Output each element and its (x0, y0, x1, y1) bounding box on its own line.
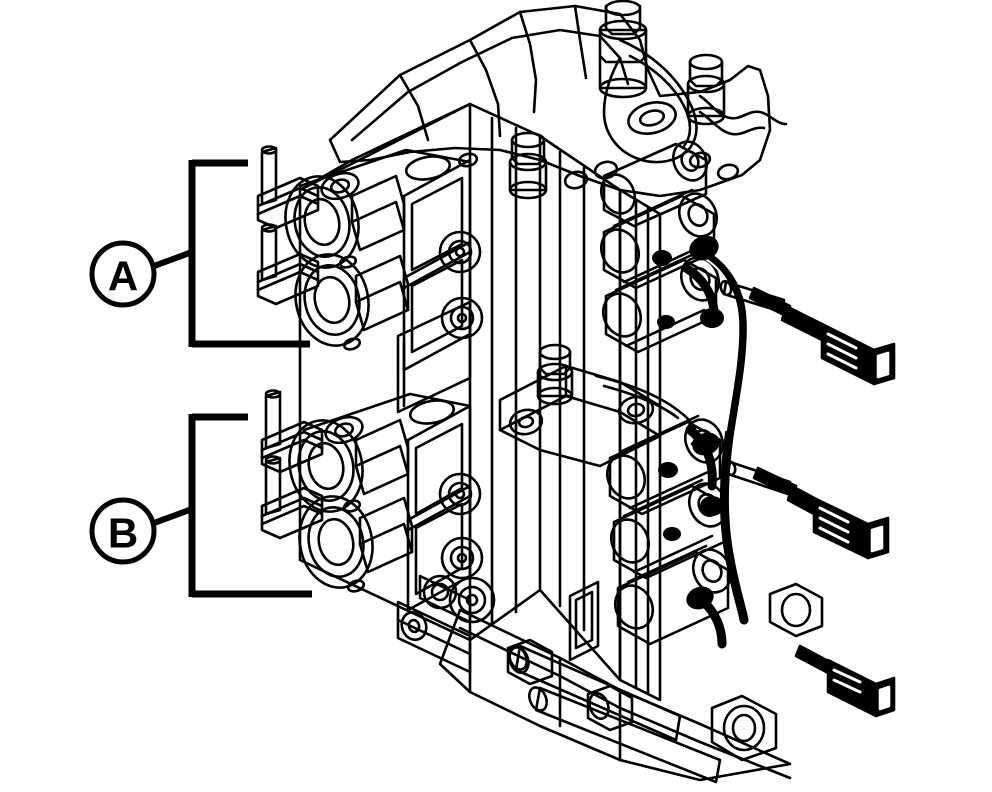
lower-left-bracket-foot (396, 574, 472, 674)
spool-cap-b1 (288, 419, 364, 513)
callout-a-leader-line (152, 249, 194, 269)
lower-valve-bank (260, 389, 496, 624)
hex-fitting-1 (506, 638, 554, 686)
callout-b-label: B (108, 510, 138, 557)
callout-b-leader-line (152, 506, 194, 526)
callout-a-circle[interactable] (89, 240, 157, 308)
callout-b-circle[interactable] (89, 497, 157, 565)
spool-cap-b2 (298, 495, 374, 589)
electrical-connector-upper (748, 286, 896, 386)
electrical-connector-lower (794, 644, 896, 718)
solenoid-coil-5 (613, 544, 733, 646)
spool-cap-a2 (294, 253, 370, 347)
wiring-harness-highlight (703, 257, 740, 431)
callout-a-label: A (108, 253, 138, 300)
mid-flange-plate (568, 580, 600, 662)
detail-studs (457, 151, 740, 190)
harness-junctions (652, 235, 724, 610)
hex-fitting-3 (710, 694, 778, 762)
mount-bolt-top-right (598, 0, 648, 99)
mount-bolt-upper-right (686, 53, 726, 126)
solenoid-coil-6 (599, 140, 709, 228)
valve-assembly-artwork (256, 0, 896, 784)
callout-b[interactable]: B (89, 413, 312, 598)
callout-a[interactable]: A (89, 159, 310, 348)
main-valve-body (298, 102, 622, 682)
hex-fitting-2 (586, 684, 634, 732)
electrical-connector-middle (752, 466, 890, 560)
upper-left-shelf (396, 300, 472, 414)
right-vertical-rib (618, 188, 662, 702)
spool-cap-a1 (284, 175, 360, 269)
hex-fitting-4 (768, 582, 824, 638)
test-port-tubes (719, 279, 792, 496)
